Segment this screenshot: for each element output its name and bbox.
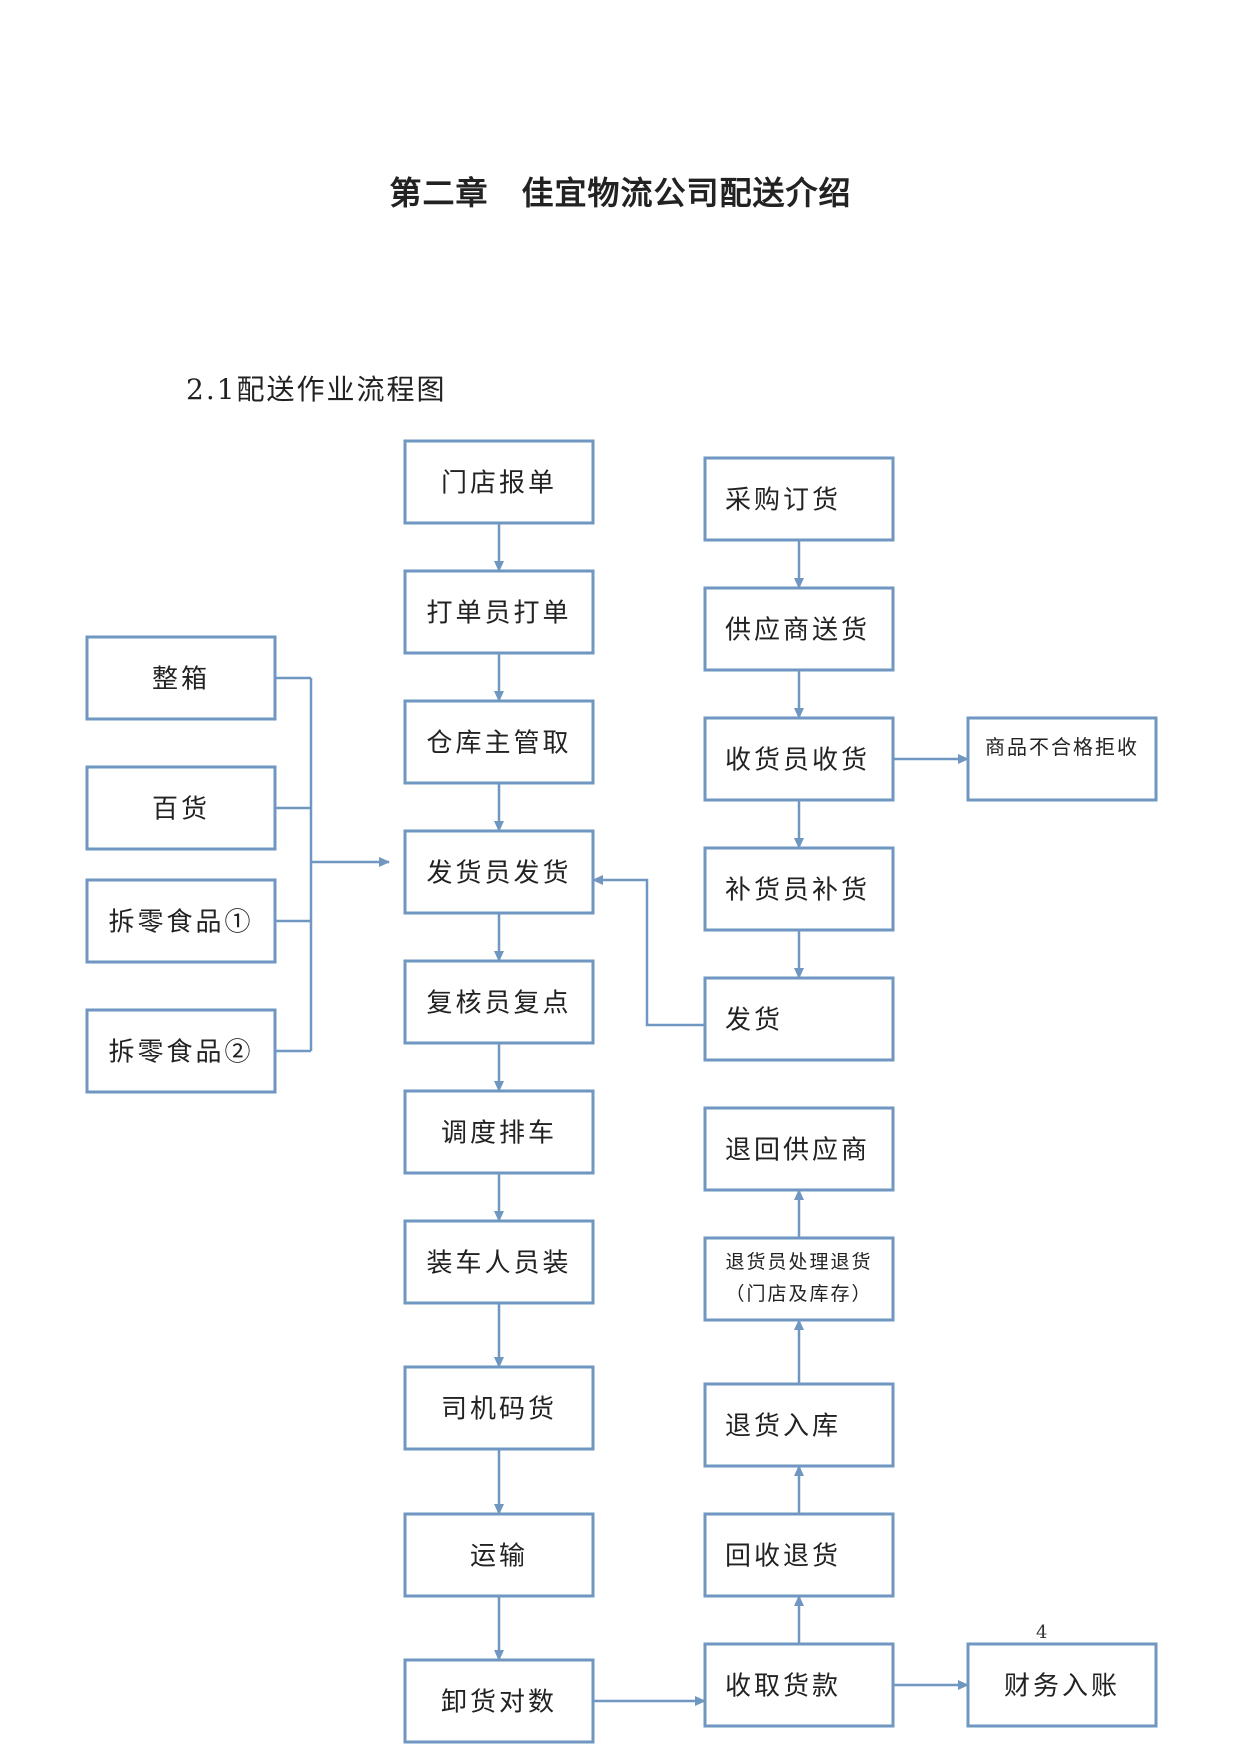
node-full-case: 整箱 [85,635,277,721]
node-box [403,829,595,915]
node-box [403,569,595,655]
node-box [703,846,895,932]
node-warehouse-manager: 仓库主管取 [403,699,595,785]
node-loose-food-1: 拆零食品① [85,878,277,964]
node-box [85,635,277,721]
node-label: 打单员打单 [426,598,571,628]
node-label: 调度排车 [441,1118,557,1148]
node-box [703,1382,895,1468]
node-box [85,878,277,964]
node-box [703,976,895,1062]
node-box [703,1106,895,1192]
node-receiver-receive: 收货员收货 [703,716,895,802]
node-label: 发货员发货 [426,858,571,888]
node-label: 拆零食品① [108,907,253,937]
node-label: 商品不合格拒收 [985,735,1139,759]
node-box [703,586,895,672]
chapter-title: 第二章 佳宜物流公司配送介绍 [389,174,852,212]
node-box [703,1512,895,1598]
node-box [966,716,1158,802]
node-purchase-order: 采购订货 [703,456,895,542]
node-label: 财务入账 [1004,1671,1120,1701]
node-box [403,699,595,785]
node-driver-stack: 司机码货 [403,1365,595,1451]
node-box [703,1236,895,1322]
node-reject-unqualified: 商品不合格拒收 [966,716,1158,802]
node-label: 运输 [470,1541,528,1571]
page-number: 4 [1036,1622,1048,1643]
node-label: 收货员收货 [725,745,870,775]
node-label: 复核员复点 [426,988,571,1018]
node-label: 收取货款 [725,1671,841,1701]
node-return-supplier: 退回供应商 [703,1106,895,1192]
node-checker-recount: 复核员复点 [403,959,595,1045]
node-label: 采购订货 [725,485,841,515]
node-label: 退回供应商 [725,1135,870,1165]
node-box [403,959,595,1045]
node-box [403,1512,595,1598]
node-box [703,456,895,542]
section-title: 2.1配送作业流程图 [186,373,447,406]
node-box [403,1089,595,1175]
node-box [966,1642,1158,1728]
node-shipper-ship: 发货员发货 [403,829,595,915]
node-collect-payment: 收取货款 [703,1642,895,1728]
node-label: 百货 [152,794,210,824]
node-finance-entry: 财务入账 [966,1642,1158,1728]
node-store-report: 门店报单 [403,439,595,525]
node-box [403,439,595,525]
node-loader-load: 装车人员装 [403,1219,595,1305]
node-transport: 运输 [403,1512,595,1598]
node-return-clerk-process: 退货员处理退货 （门店及库存） [703,1236,895,1322]
node-collect-returns: 回收退货 [703,1512,895,1598]
node-label: 门店报单 [441,468,557,498]
node-general-goods: 百货 [85,765,277,851]
node-label: 装车人员装 [426,1248,571,1278]
node-dispatch-schedule: 调度排车 [403,1089,595,1175]
node-label: 仓库主管取 [426,728,571,758]
node-box [403,1365,595,1451]
node-label: 回收退货 [725,1541,841,1571]
node-box [703,1642,895,1728]
node-box [85,1008,277,1094]
node-supplier-deliver: 供应商送货 [703,586,895,672]
node-replenisher-replenish: 补货员补货 [703,846,895,932]
node-label-secondary: （门店及库存） [725,1283,872,1305]
node-label: 供应商送货 [725,615,870,645]
node-clerk-print: 打单员打单 [403,569,595,655]
node-label: 补货员补货 [725,875,870,905]
node-label: 拆零食品② [108,1037,253,1067]
node-return-warehousing: 退货入库 [703,1382,895,1468]
node-loose-food-2: 拆零食品② [85,1008,277,1094]
node-box [85,765,277,851]
node-box [703,716,895,802]
node-label: 司机码货 [441,1394,557,1424]
node-label: 退货入库 [725,1411,841,1441]
edge-dispatch-goods-to-shipper-ship [592,875,705,1027]
node-label: 发货 [725,1005,783,1035]
node-unload-count: 卸货对数 [403,1658,595,1744]
node-box [403,1219,595,1305]
node-label: 整箱 [152,664,210,694]
node-dispatch-goods: 发货 [703,976,895,1062]
node-label: 退货员处理退货 [725,1251,872,1273]
node-label: 卸货对数 [441,1687,557,1717]
node-box [403,1658,595,1744]
